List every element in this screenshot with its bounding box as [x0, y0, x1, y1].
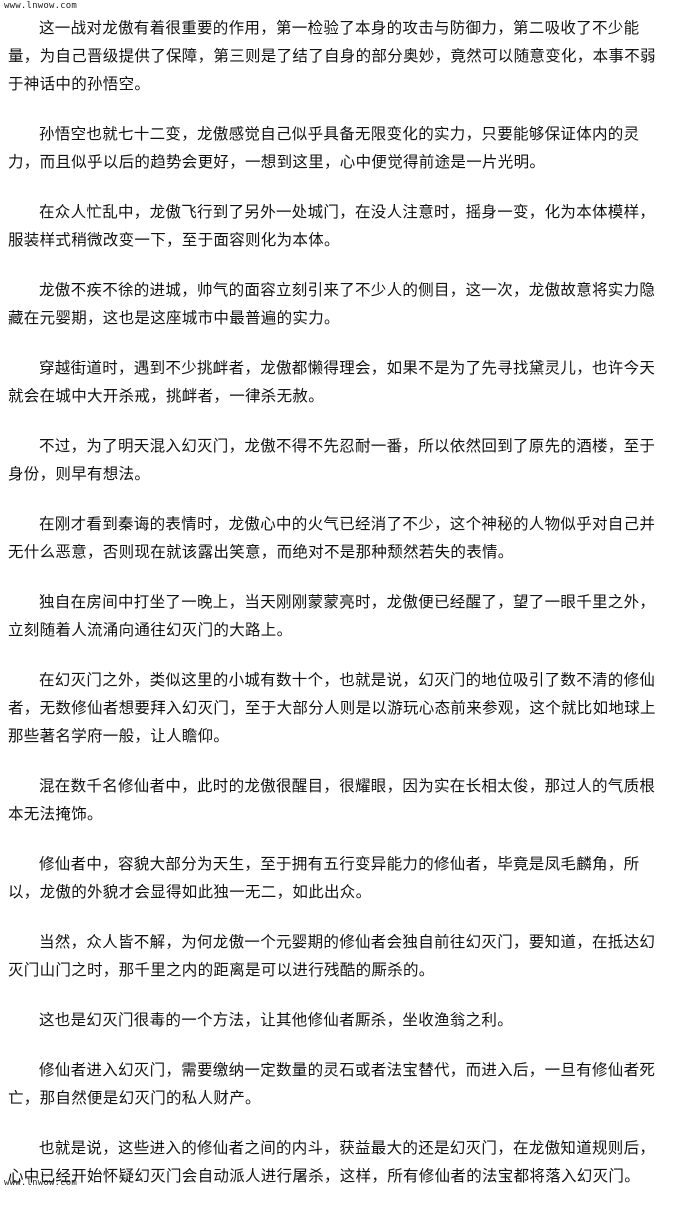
- paragraph: 在幻灭门之外，类似这里的小城有数十个，也就是说，幻灭门的地位吸引了数不清的修仙者…: [8, 671, 656, 745]
- paragraph: 修仙者进入幻灭门，需要缴纳一定数量的灵石或者法宝替代，而进入后，一旦有修仙者死亡…: [8, 1061, 656, 1107]
- paragraph: 也就是说，这些进入的修仙者之间的内斗，获益最大的还是幻灭门，在龙傲知道规则后，心…: [8, 1139, 656, 1185]
- article-body: 这一战对龙傲有着很重要的作用，第一检验了本身的攻击与防御力，第二吸收了不少能量，…: [8, 14, 668, 1212]
- paragraph: 在众人忙乱中，龙傲飞行到了另外一处城门，在没人注意时，摇身一变，化为本体模样，服…: [8, 203, 656, 249]
- watermark-bottom: www.lnwow.com: [4, 1178, 78, 1188]
- paragraph: 孙悟空也就七十二变，龙傲感觉自己似乎具备无限变化的实力，只要能够保证体内的灵力，…: [8, 125, 640, 171]
- paragraph: 当然，众人皆不解，为何龙傲一个元婴期的修仙者会独自前往幻灭门，要知道，在抵达幻灭…: [8, 933, 656, 979]
- paragraph: 穿越街道时，遇到不少挑衅者，龙傲都懒得理会，如果不是为了先寻找黛灵儿，也许今天就…: [8, 359, 656, 405]
- paragraph: 不过，为了明天混入幻灭门，龙傲不得不先忍耐一番，所以依然回到了原先的酒楼，至于身…: [8, 437, 656, 483]
- paragraph: 这一战对龙傲有着很重要的作用，第一检验了本身的攻击与防御力，第二吸收了不少能量，…: [8, 19, 656, 93]
- paragraph: 这也是幻灭门很毒的一个方法，让其他修仙者厮杀，坐收渔翁之利。: [39, 1011, 514, 1029]
- paragraph: 龙傲不疾不徐的进城，帅气的面容立刻引来了不少人的侧目，这一次，龙傲故意将实力隐藏…: [8, 281, 656, 327]
- paragraph: 混在数千名修仙者中，此时的龙傲很醒目，很耀眼，因为实在长相太俊，那过人的气质根本…: [8, 777, 656, 823]
- paragraph: 在刚才看到秦诲的表情时，龙傲心中的火气已经消了不少，这个神秘的人物似乎对自己并无…: [8, 515, 656, 561]
- watermark-top: www.lnwow.com: [4, 1, 78, 11]
- paragraph: 修仙者中，容貌大部分为天生，至于拥有五行变异能力的修仙者，毕竟是凤毛麟角，所以，…: [8, 855, 640, 901]
- paragraph: 独自在房间中打坐了一晚上，当天刚刚蒙蒙亮时，龙傲便已经醒了，望了一眼千里之外，立…: [8, 593, 656, 639]
